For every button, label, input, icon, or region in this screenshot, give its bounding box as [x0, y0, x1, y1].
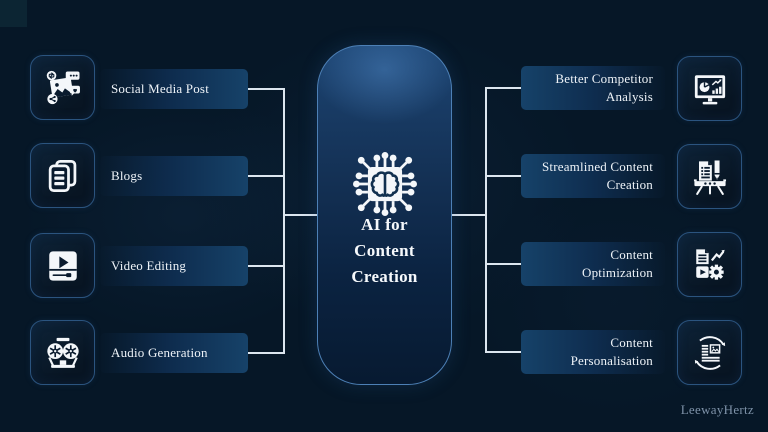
node-audio-generation: Audio Generation: [100, 333, 248, 373]
icon-box-video-editing: [30, 233, 95, 298]
node-content-optimization: Content Optimization: [521, 242, 665, 286]
watermark-leewayhertz: LeewayHertz: [680, 402, 754, 417]
node-social-media-post: Social Media Post: [100, 69, 248, 109]
node-label: Audio Generation: [111, 345, 208, 360]
connector-right-center: [450, 214, 486, 216]
icon-box-social-media: [30, 55, 95, 120]
center-title: AI for Content Creation: [351, 215, 418, 286]
corner-accent-square: [0, 0, 27, 27]
icon-box-competitor-analysis: [677, 56, 742, 121]
connector-right-2: [485, 175, 521, 177]
content-optimization-gear-icon: [695, 248, 725, 280]
node-label: Blogs: [111, 168, 143, 183]
connector-right-1: [485, 87, 521, 89]
connector-right-bus: [485, 87, 487, 353]
node-video-editing: Video Editing: [100, 246, 248, 286]
connector-left-center: [283, 214, 319, 216]
audio-generation-icon: [46, 337, 79, 368]
content-creation-easel-icon: [693, 160, 726, 195]
icon-box-content-optimization: [677, 232, 742, 297]
content-personalisation-sync-icon: [694, 335, 725, 370]
node-label: Content Personalisation: [570, 335, 653, 368]
video-editing-icon: [48, 250, 77, 281]
connector-left-4: [247, 352, 284, 354]
blogs-icon: [48, 159, 76, 192]
node-blogs: Blogs: [100, 156, 248, 196]
node-better-competitor-analysis: Better Competitor Analysis: [521, 66, 665, 110]
node-label: Streamlined Content Creation: [541, 159, 653, 192]
connector-right-4: [485, 351, 521, 353]
connector-left-bus: [283, 88, 285, 354]
competitor-analysis-monitor-icon: [694, 74, 725, 104]
node-label: Video Editing: [111, 258, 187, 273]
connector-left-3: [247, 265, 284, 267]
connector-left-2: [247, 175, 284, 177]
connector-left-1: [247, 88, 284, 90]
center-node-ai-content-creation: AI for Content Creation: [317, 45, 452, 385]
node-label: Content Optimization: [582, 247, 653, 280]
node-streamlined-content-creation: Streamlined Content Creation: [521, 154, 665, 198]
connector-right-3: [485, 263, 521, 265]
node-content-personalisation: Content Personalisation: [521, 330, 665, 374]
icon-box-blogs: [30, 143, 95, 208]
node-label: Better Competitor Analysis: [555, 71, 653, 104]
social-media-post-icon: [46, 70, 80, 104]
node-label: Social Media Post: [111, 81, 210, 96]
ai-chip-brain-icon: [352, 151, 418, 217]
icon-box-content-personalisation: [677, 320, 742, 385]
icon-box-audio-generation: [30, 320, 95, 385]
icon-box-content-creation: [677, 144, 742, 209]
